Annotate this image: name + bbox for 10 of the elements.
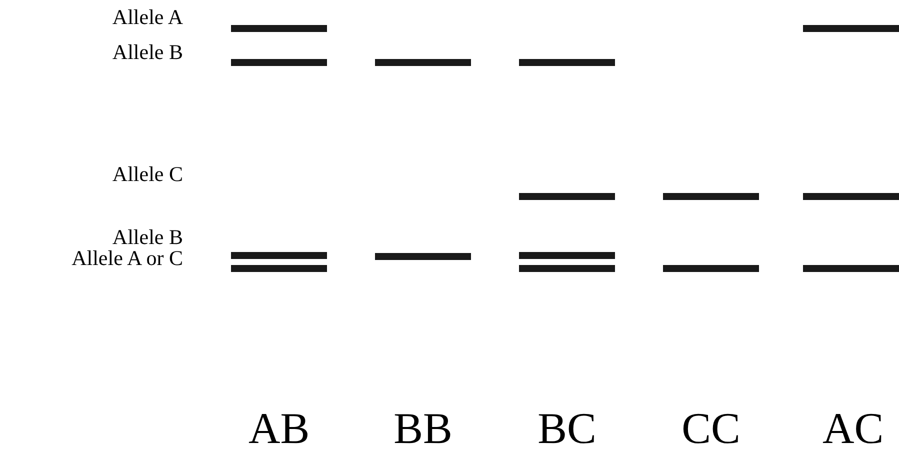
genotype-label: BC: [538, 405, 596, 453]
genotype-label: AC: [822, 405, 884, 453]
genotype-label: AB: [248, 405, 310, 453]
genotype-label: CC: [682, 405, 740, 453]
allele-label: Allele C: [112, 163, 183, 185]
allele-label: Allele B: [112, 41, 183, 63]
allele-label: Allele A or C: [72, 247, 183, 269]
allele-label: Allele A: [112, 6, 183, 28]
genotype-label: BB: [394, 405, 452, 453]
allele-label: Allele B: [112, 226, 183, 248]
